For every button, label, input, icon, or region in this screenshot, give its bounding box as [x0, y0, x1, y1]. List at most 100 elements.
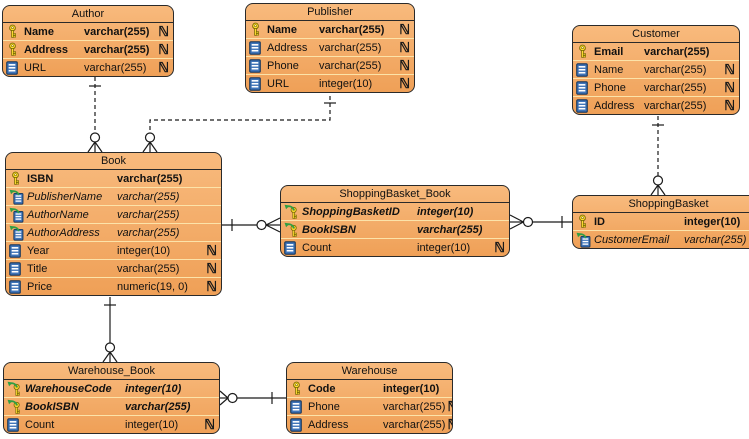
entity-column-row[interactable]: ISBN varchar(255) [6, 170, 221, 188]
entity-column-row[interactable]: Phone varchar(255) ℕ [246, 57, 414, 75]
entity-customer[interactable]: Customer Email varchar(255) Name varchar… [572, 25, 740, 115]
column-name: PublisherName [27, 190, 103, 203]
entity-title[interactable]: Book [6, 153, 221, 170]
entity-column-row[interactable]: Title varchar(255) ℕ [6, 260, 221, 278]
column-name: Phone [594, 81, 626, 94]
entity-column-row[interactable]: AuthorName varchar(255) [6, 206, 221, 224]
nullable-icon: ℕ [724, 80, 735, 95]
entity-column-row[interactable]: Name varchar(255) ℕ [573, 61, 739, 79]
entity-column-row[interactable]: Address varchar(255) ℕ [287, 416, 452, 433]
column-type: varchar(255) [319, 41, 382, 54]
column-name: Address [24, 43, 69, 56]
entity-column-row[interactable]: URL varchar(255) ℕ [3, 59, 173, 76]
column-name: URL [24, 61, 47, 74]
column-type: varchar(255) [417, 223, 483, 236]
fk-column-icon [9, 207, 27, 223]
nullable-icon: ℕ [724, 62, 735, 77]
fk-column-icon [9, 225, 27, 241]
column-icon [290, 399, 308, 414]
entity-column-row[interactable]: AuthorAddress varchar(255) [6, 224, 221, 242]
cardinality-zero-circle [89, 132, 101, 143]
column-name: Title [27, 262, 48, 275]
entity-warehouse[interactable]: Warehouse Code integer(10) Phone varchar… [286, 362, 453, 434]
column-name: ID [594, 215, 605, 228]
column-type: integer(10) [125, 382, 182, 395]
column-name: Email [594, 45, 624, 58]
entity-book[interactable]: Book ISBN varchar(255) PublisherName var… [5, 152, 222, 296]
column-type: varchar(255) [84, 25, 150, 38]
pk-fk-key-icon [7, 381, 25, 397]
entity-column-row[interactable]: WarehouseCode integer(10) [4, 380, 219, 398]
entity-title[interactable]: ShoppingBasket_Book [281, 186, 509, 203]
entity-shoppingbasket[interactable]: ShoppingBasket ID integer(10) CustomerEm… [572, 195, 749, 249]
entity-title[interactable]: Customer [573, 26, 739, 43]
entity-column-row[interactable]: Year integer(10) ℕ [6, 242, 221, 260]
connector-publisher-book[interactable] [142, 96, 336, 153]
entity-column-row[interactable]: CustomerEmail varchar(255) [573, 231, 749, 248]
entity-title[interactable]: Warehouse_Book [4, 363, 219, 380]
entity-publisher[interactable]: Publisher Name varchar(255) ℕ Address va… [245, 3, 415, 93]
key-icon [6, 24, 24, 39]
column-name: BookISBN [302, 223, 356, 236]
entity-title[interactable]: Warehouse [287, 363, 452, 380]
entity-column-row[interactable]: BookISBN varchar(255) [4, 398, 219, 416]
entity-title[interactable]: Author [3, 6, 173, 23]
column-name: WarehouseCode [25, 382, 112, 395]
entity-author[interactable]: Author Name varchar(255) ℕ Address varch… [2, 5, 174, 77]
connector-customer-shoppingbasket[interactable] [650, 116, 666, 196]
entity-column-row[interactable]: PublisherName varchar(255) [6, 188, 221, 206]
entity-column-row[interactable]: Phone varchar(255) ℕ [287, 398, 452, 416]
column-type: integer(10) [383, 382, 440, 395]
column-type: varchar(255) [644, 45, 710, 58]
column-name: Price [27, 280, 53, 293]
cardinality-zero-circle [256, 219, 267, 231]
entity-warehouse-book[interactable]: Warehouse_Book WarehouseCode integer(10)… [3, 362, 220, 434]
entity-column-row[interactable]: Price numeric(19, 0) ℕ [6, 278, 221, 295]
nullable-icon: ℕ [399, 22, 410, 37]
crowfoot-prong [650, 184, 659, 196]
entity-column-row[interactable]: Name varchar(255) ℕ [3, 23, 173, 41]
column-icon [7, 417, 25, 432]
connector-book-shoppingbasket-book[interactable] [222, 217, 281, 233]
connector-book-warehouse-book[interactable] [102, 297, 118, 363]
entity-column-row[interactable]: Code integer(10) [287, 380, 452, 398]
key-icon [249, 22, 267, 37]
connector-warehouse-warehouse-book[interactable] [219, 390, 286, 406]
fk-column-icon [9, 189, 27, 205]
nullable-icon: ℕ [206, 243, 217, 258]
column-name: BookISBN [25, 400, 79, 413]
entity-column-row[interactable]: Name varchar(255) ℕ [246, 21, 414, 39]
entity-column-row[interactable]: ID integer(10) [573, 213, 749, 231]
entity-column-row[interactable]: Address varchar(255) ℕ [3, 41, 173, 59]
column-name: ShoppingBasketID [302, 205, 400, 218]
nullable-icon: ℕ [445, 400, 452, 414]
column-name: Address [267, 41, 308, 54]
pk-fk-key-icon [284, 222, 302, 238]
entity-column-row[interactable]: Address varchar(255) ℕ [246, 39, 414, 57]
column-icon [9, 243, 27, 258]
column-name: Name [594, 63, 624, 76]
column-icon [249, 58, 267, 73]
entity-column-row[interactable]: URL integer(10) ℕ [246, 75, 414, 92]
column-type: integer(10) [117, 244, 171, 257]
entity-column-row[interactable]: Count integer(10) ℕ [4, 416, 219, 433]
nullable-icon: ℕ [206, 261, 217, 276]
entity-column-row[interactable]: ShoppingBasketID integer(10) [281, 203, 509, 221]
entity-title[interactable]: ShoppingBasket [573, 196, 749, 213]
entity-column-row[interactable]: Address varchar(255) ℕ [573, 97, 739, 114]
key-icon [290, 381, 308, 396]
entity-body: Email varchar(255) Name varchar(255) ℕ P… [573, 43, 739, 114]
entity-column-row[interactable]: Count integer(10) ℕ [281, 239, 509, 256]
connector-author-book[interactable] [87, 77, 103, 153]
entity-column-row[interactable]: Phone varchar(255) ℕ [573, 79, 739, 97]
connector-shoppingbasket-shoppingbasket-book[interactable] [509, 214, 572, 230]
entity-column-row[interactable]: BookISBN varchar(255) [281, 221, 509, 239]
entity-column-row[interactable]: Email varchar(255) [573, 43, 739, 61]
column-name: URL [267, 77, 290, 90]
column-type: varchar(255) [383, 400, 446, 413]
entity-shoppingbasket-book[interactable]: ShoppingBasket_Book ShoppingBasketID int… [280, 185, 510, 257]
column-name: Year [27, 244, 50, 257]
column-type: integer(10) [417, 205, 474, 218]
entity-title[interactable]: Publisher [246, 4, 414, 21]
